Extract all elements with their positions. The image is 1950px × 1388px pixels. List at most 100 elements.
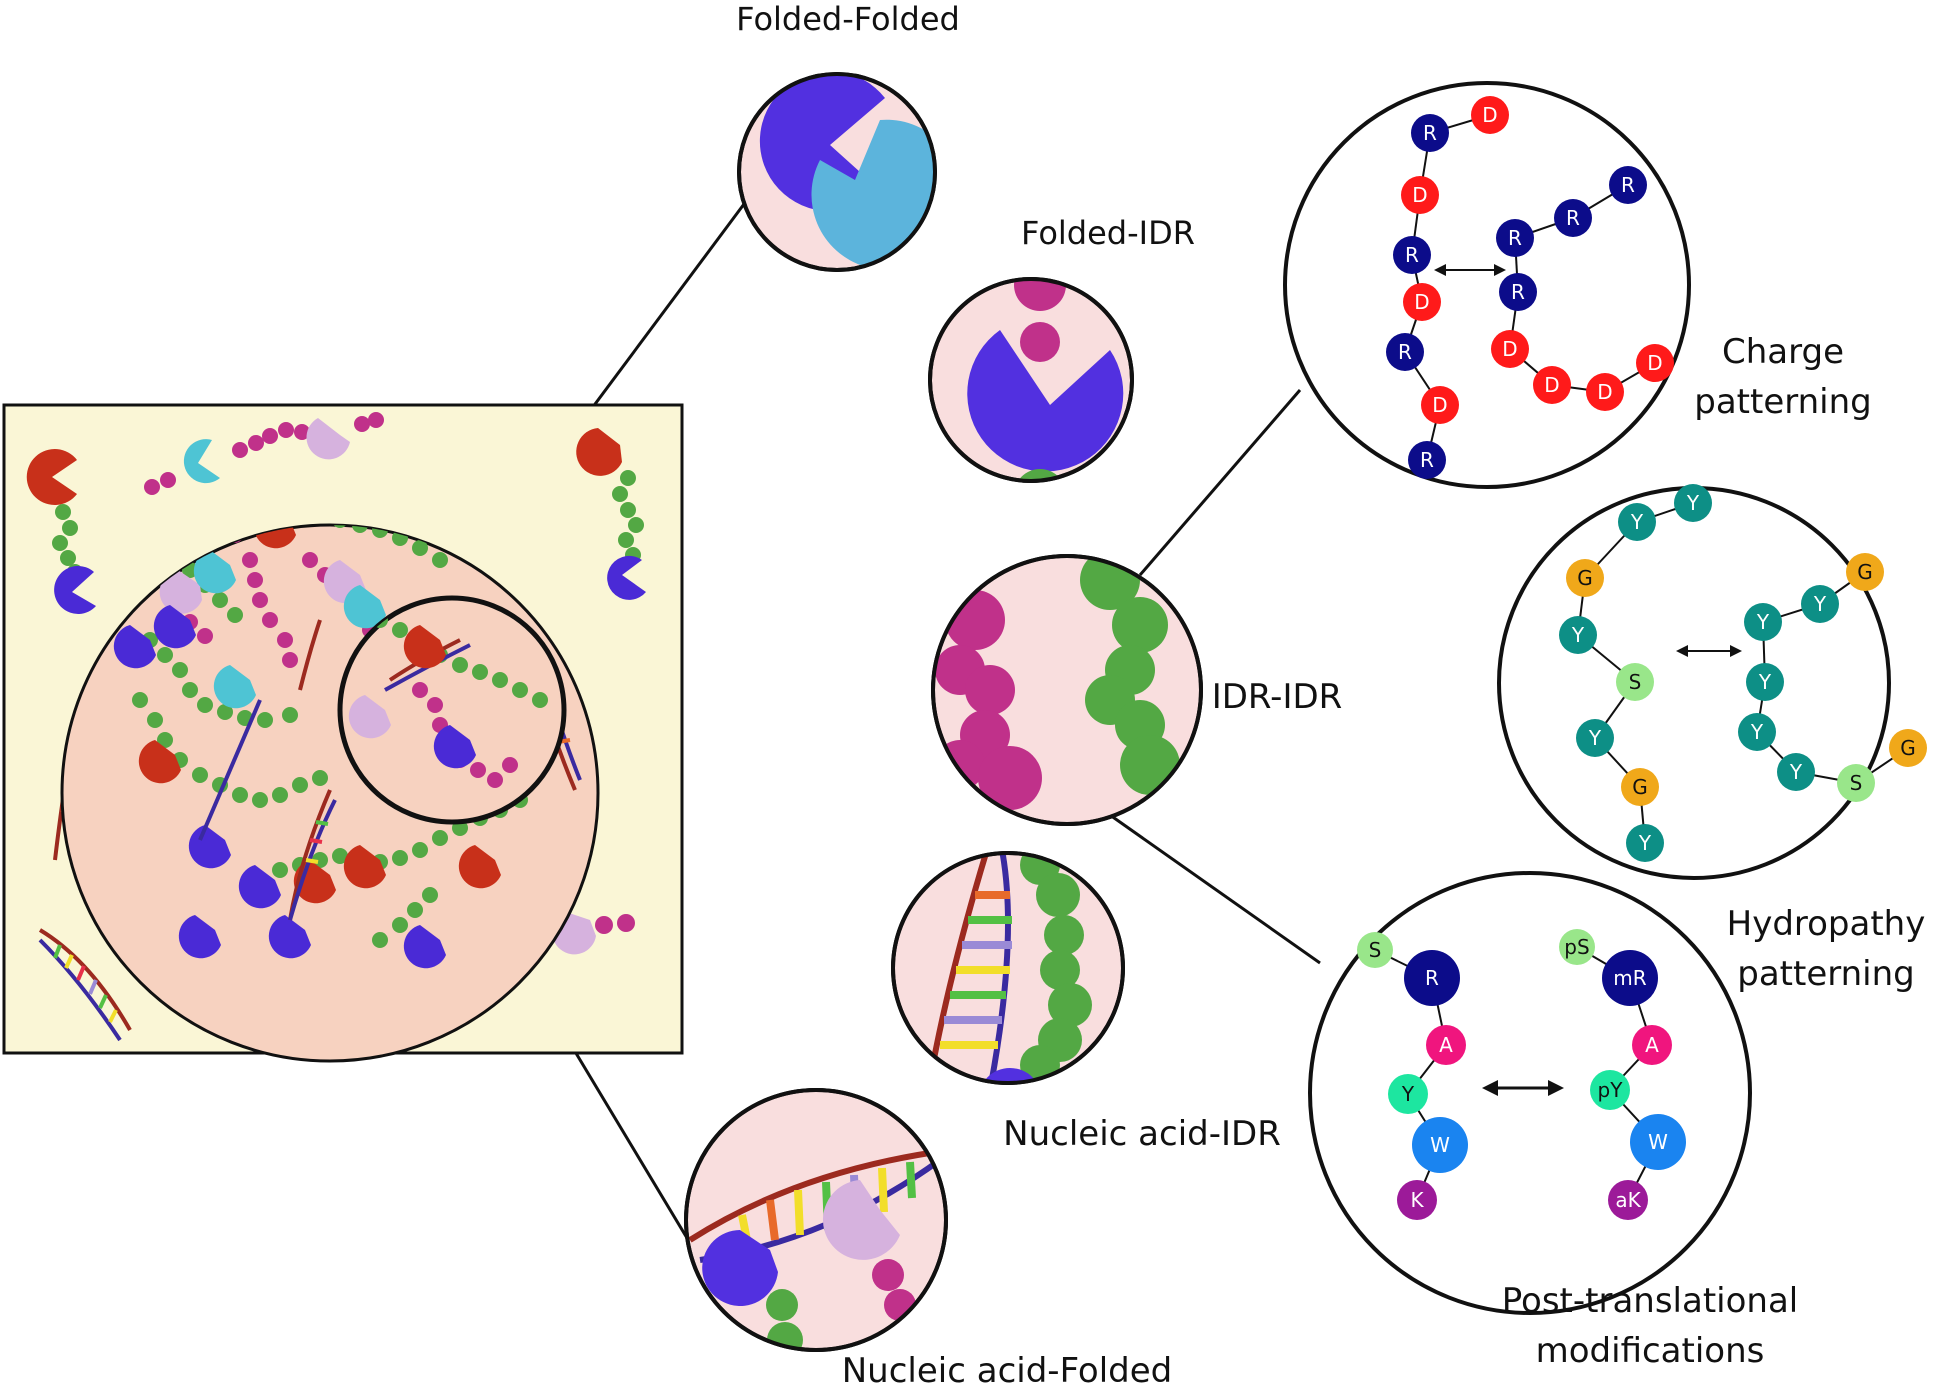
charge-residue-label-15: D <box>1647 351 1662 375</box>
zoom-nucleic-idr: Nucleic acid-IDR <box>891 851 1281 1154</box>
ptm-residue-7 <box>1602 950 1658 1006</box>
charge-residue-label-14: D <box>1597 380 1612 404</box>
hydro-residue-9 <box>1801 585 1839 623</box>
charge-residue-label-8: R <box>1508 226 1522 250</box>
charge-residue-3 <box>1393 236 1431 274</box>
charge-residue-13 <box>1533 366 1571 404</box>
charge-residue-label-2: D <box>1412 183 1427 207</box>
ptm-residue-5 <box>1397 1180 1437 1220</box>
charge-residue-0 <box>1411 114 1449 152</box>
hydro-residue-11 <box>1746 663 1784 701</box>
charge-residue-1 <box>1471 96 1509 134</box>
hydro-residue-8 <box>1846 553 1884 591</box>
ptm-residue-label-8: A <box>1645 1033 1659 1057</box>
condensate-panel <box>2 403 684 1063</box>
charge-residue-label-4: D <box>1414 290 1429 314</box>
hydro-residue-15 <box>1889 729 1927 767</box>
charge-arrow <box>1434 264 1506 276</box>
hydro-residue-label-11: Y <box>1758 670 1772 694</box>
hydro-residue-label-10: Y <box>1756 610 1770 634</box>
charge-residue-9 <box>1499 273 1537 311</box>
ptm-residue-6 <box>1559 929 1595 965</box>
charge-residue-label-1: D <box>1482 103 1497 127</box>
hydro-residue-label-1: Y <box>1686 491 1700 515</box>
ptm-residue-2 <box>1426 1025 1466 1065</box>
hydro-residue-10 <box>1744 603 1782 641</box>
hydro-residue-label-13: Y <box>1789 760 1803 784</box>
hydro-residue-label-15: G <box>1900 736 1916 760</box>
hydro-residue-6 <box>1621 768 1659 806</box>
charge-residue-label-13: D <box>1544 373 1559 397</box>
hydro-residue-0 <box>1618 503 1656 541</box>
label-ptm-2: modifications <box>1536 1331 1765 1371</box>
charge-residue-label-7: R <box>1420 448 1434 472</box>
hydro-residue-label-9: Y <box>1813 592 1827 616</box>
hydro-residue-13 <box>1777 753 1815 791</box>
hydro-residue-label-3: Y <box>1571 623 1585 647</box>
charge-residue-6 <box>1421 386 1459 424</box>
hydro-residue-12 <box>1738 713 1776 751</box>
charge-residue-label-10: R <box>1566 206 1580 230</box>
charge-residue-label-11: R <box>1621 173 1635 197</box>
zoom-folded-folded: Folded-Folded <box>736 0 960 272</box>
charge-residue-7 <box>1408 441 1446 479</box>
hydro-residue-5 <box>1576 719 1614 757</box>
ptm-residue-label-5: K <box>1410 1188 1424 1212</box>
label-hydropathy-2: patterning <box>1737 954 1915 994</box>
ptm-residue-label-0: S <box>1369 938 1382 962</box>
charge-residue-14 <box>1586 373 1624 411</box>
ptm-residue-9 <box>1590 1070 1630 1110</box>
hydro-residue-label-0: Y <box>1630 510 1644 534</box>
hydro-residue-label-8: G <box>1857 560 1873 584</box>
ptm-residue-label-4: W <box>1430 1133 1450 1157</box>
hydro-residue-label-6: G <box>1632 775 1648 799</box>
ptm-residue-11 <box>1608 1180 1648 1220</box>
label-nucleic-idr: Nucleic acid-IDR <box>1003 1114 1281 1154</box>
charge-residue-11 <box>1609 166 1647 204</box>
hydro-residue-2 <box>1566 559 1604 597</box>
zoom-nucleic-folded: Nucleic acid-Folded <box>684 1088 1173 1388</box>
connector-charge <box>1138 389 1302 576</box>
hydro-residue-1 <box>1674 484 1712 522</box>
label-idr-idr: IDR-IDR <box>1212 677 1343 717</box>
hydro-residue-label-7: Y <box>1638 831 1652 855</box>
connector-ptm <box>1099 806 1321 965</box>
ptm-residue-label-11: aK <box>1615 1188 1641 1212</box>
label-charge-2: patterning <box>1694 382 1872 422</box>
hydro-residue-label-2: G <box>1577 566 1593 590</box>
charge-residue-label-3: R <box>1405 243 1419 267</box>
ptm-residue-label-6: pS <box>1564 935 1589 959</box>
charge-residue-15 <box>1636 344 1674 382</box>
ptm-residue-label-3: Y <box>1401 1082 1415 1106</box>
charge-residue-12 <box>1491 330 1529 368</box>
label-ptm-1: Post-translational <box>1502 1281 1799 1321</box>
charge-residue-8 <box>1496 219 1534 257</box>
hydro-residue-3 <box>1559 616 1597 654</box>
label-nucleic-folded: Nucleic acid-Folded <box>842 1351 1173 1388</box>
charge-residue-label-5: R <box>1398 340 1412 364</box>
charge-residue-label-12: D <box>1502 337 1517 361</box>
ptm-arrow <box>1482 1080 1564 1096</box>
label-hydropathy-1: Hydropathy <box>1727 904 1926 944</box>
ptm-residue-0 <box>1357 932 1393 968</box>
charge-residue-label-9: R <box>1511 280 1525 304</box>
charge-residue-label-0: R <box>1423 121 1437 145</box>
hydro-residue-4 <box>1616 663 1654 701</box>
charge-residue-5 <box>1386 333 1424 371</box>
ptm-residue-label-10: W <box>1648 1130 1668 1154</box>
folded-blue-pacman <box>54 565 96 614</box>
ptm-residue-3 <box>1388 1074 1428 1114</box>
hydro-residue-7 <box>1626 824 1664 862</box>
hydropathy-arrow <box>1676 645 1742 657</box>
hydro-residue-label-4: S <box>1629 670 1642 694</box>
charge-residue-10 <box>1554 199 1592 237</box>
label-folded-idr: Folded-IDR <box>1021 214 1195 252</box>
hydro-residue-14 <box>1837 764 1875 802</box>
hydro-residue-label-12: Y <box>1750 720 1764 744</box>
zoom-idr-idr: IDR-IDR <box>931 554 1343 826</box>
charge-residue-4 <box>1403 283 1441 321</box>
